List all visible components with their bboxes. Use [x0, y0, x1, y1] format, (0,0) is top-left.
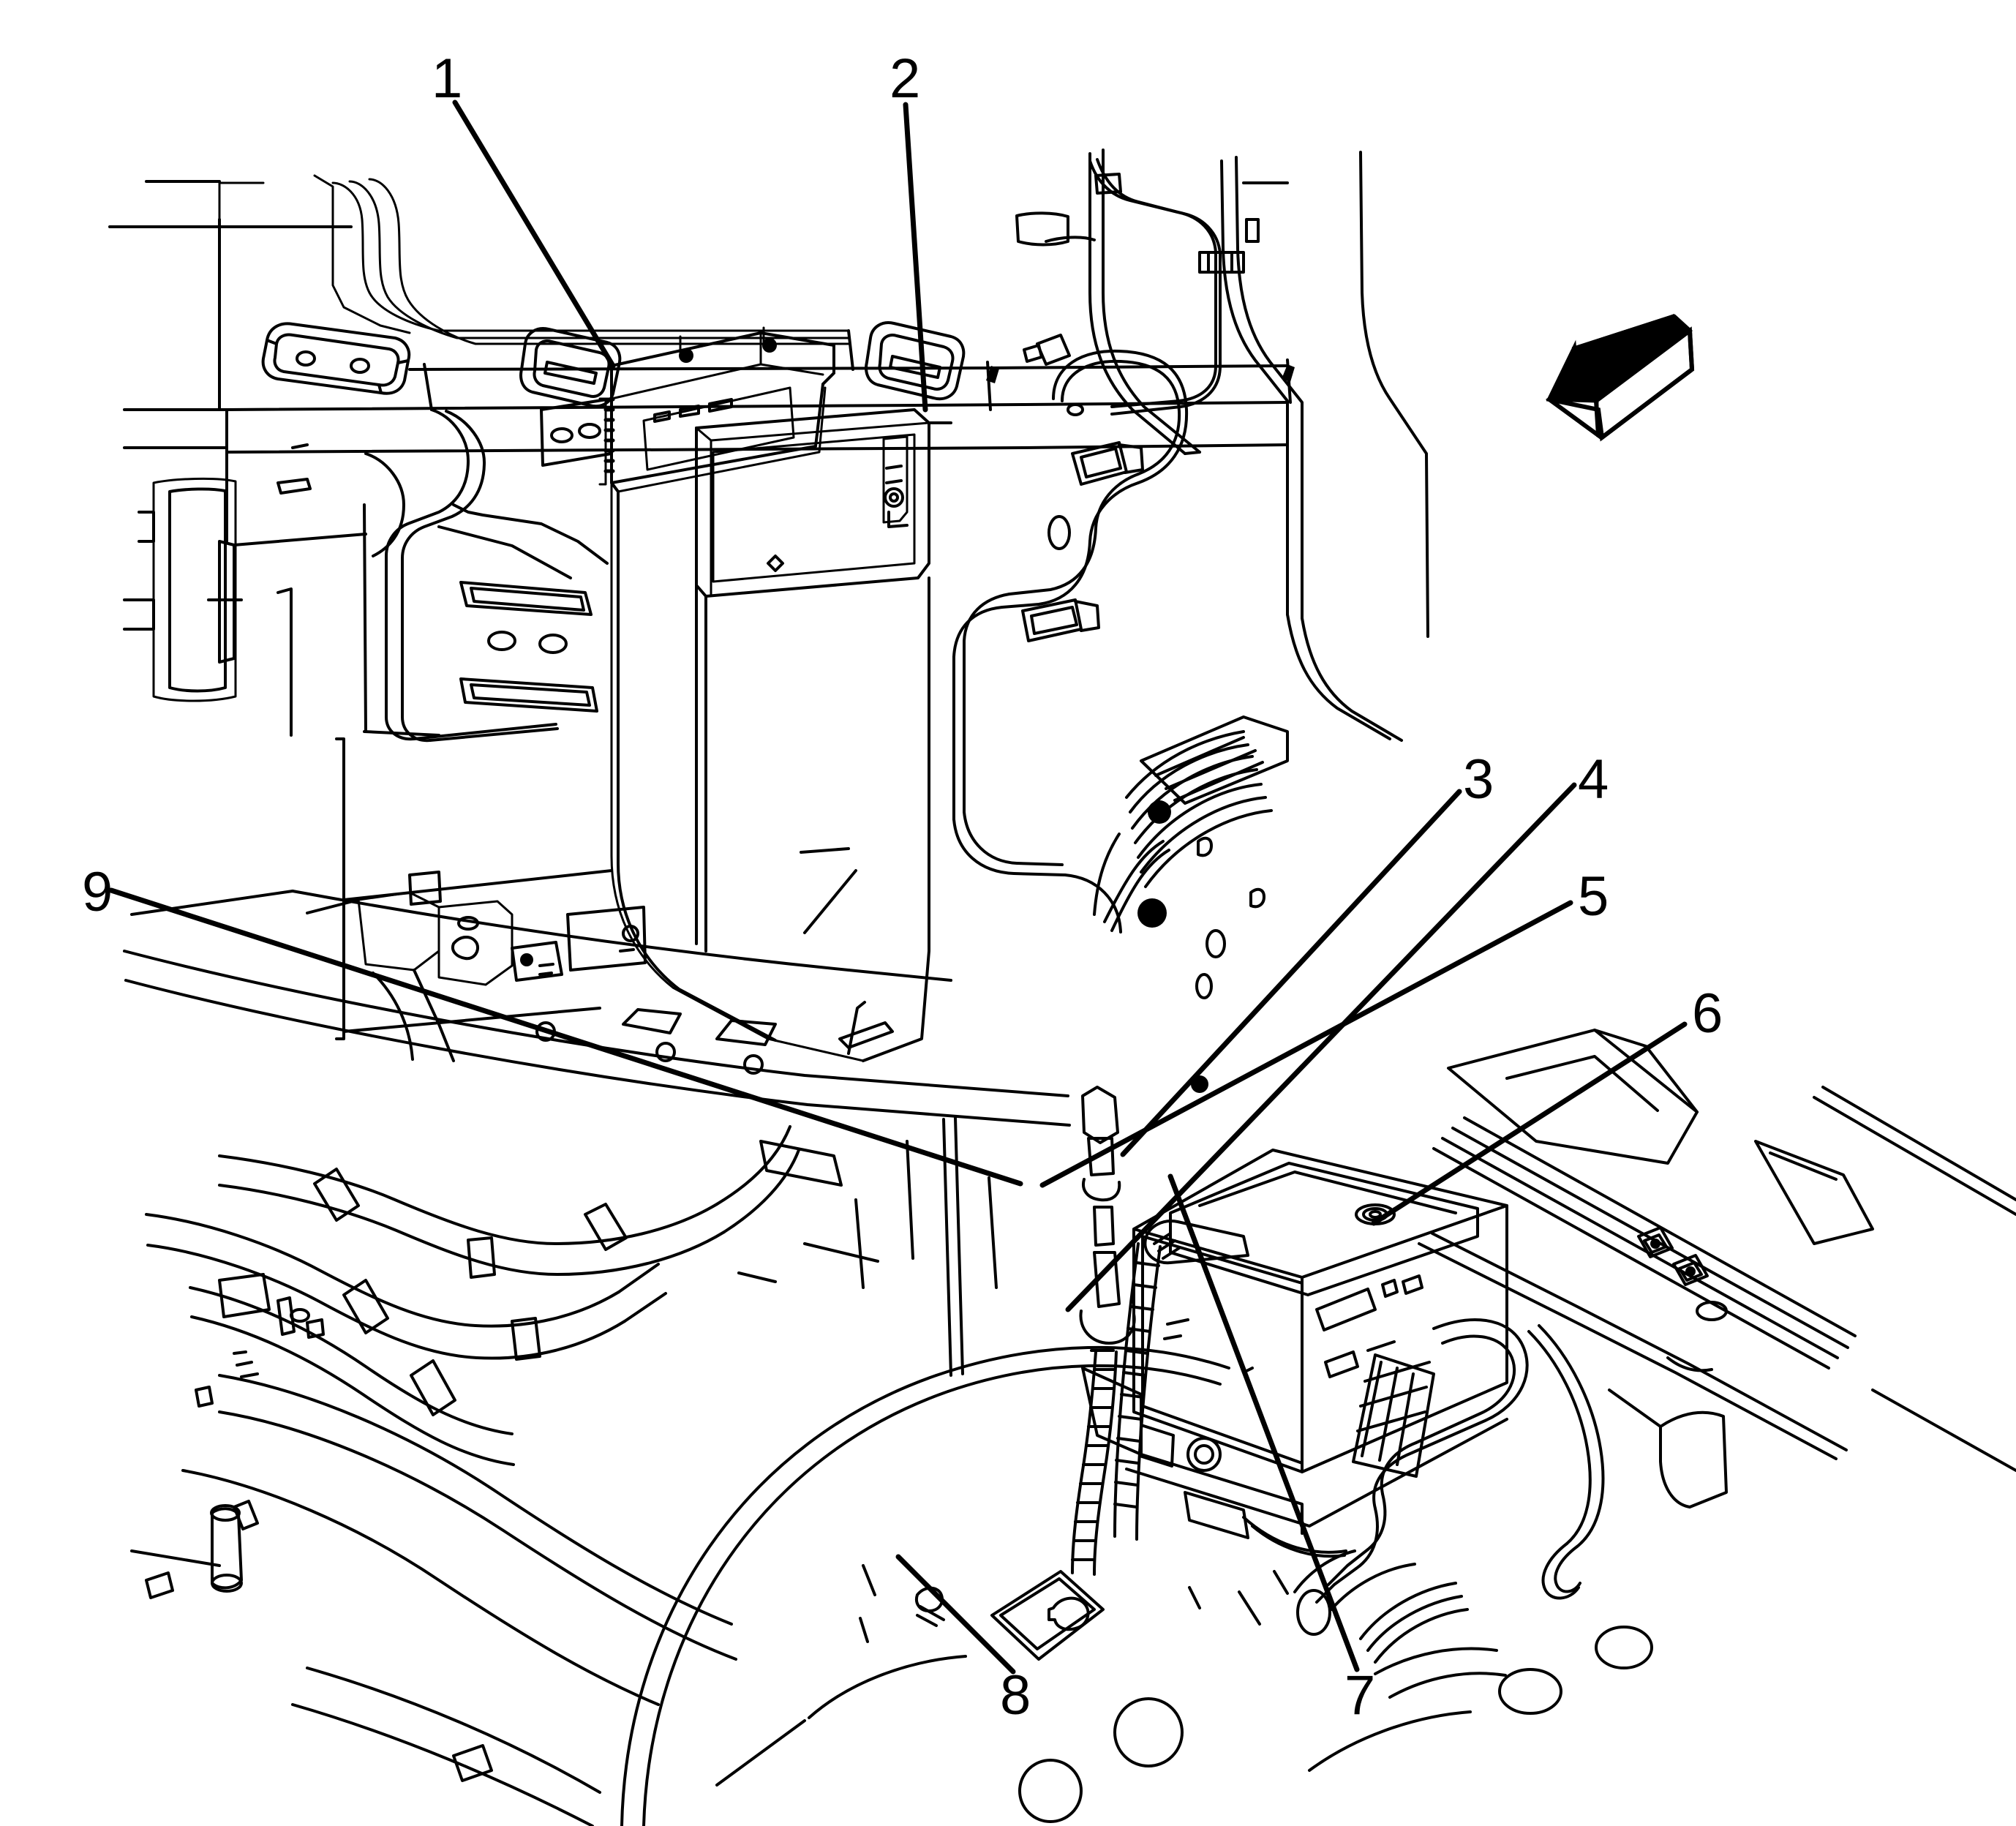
leader-line-5 [1039, 900, 1573, 1188]
callout-label-5: 5 [1578, 865, 1609, 928]
callout-label-9: 9 [82, 861, 113, 923]
callout-label-1: 1 [432, 48, 463, 110]
leader-line-8 [895, 1554, 1016, 1675]
leader-line-7 [1167, 1173, 1360, 1672]
leader-line-3 [1120, 789, 1462, 1157]
callout-label-7: 7 [1344, 1664, 1376, 1727]
leader-line-9 [108, 887, 1023, 1187]
callout-label-2: 2 [889, 48, 921, 110]
leader-line-6 [1371, 1021, 1688, 1226]
view-direction-arrow [1545, 314, 1695, 442]
callout-leader-lines [108, 99, 1688, 1675]
callout-label-4: 4 [1578, 748, 1609, 811]
callout-label-6: 6 [1692, 982, 1723, 1045]
leader-line-2 [903, 102, 928, 413]
leader-line-1 [452, 99, 616, 369]
callout-label-8: 8 [1000, 1664, 1031, 1727]
leader-line-4 [1065, 782, 1577, 1312]
callout-label-3: 3 [1463, 748, 1494, 811]
body-structure-outlines [108, 149, 2016, 1826]
